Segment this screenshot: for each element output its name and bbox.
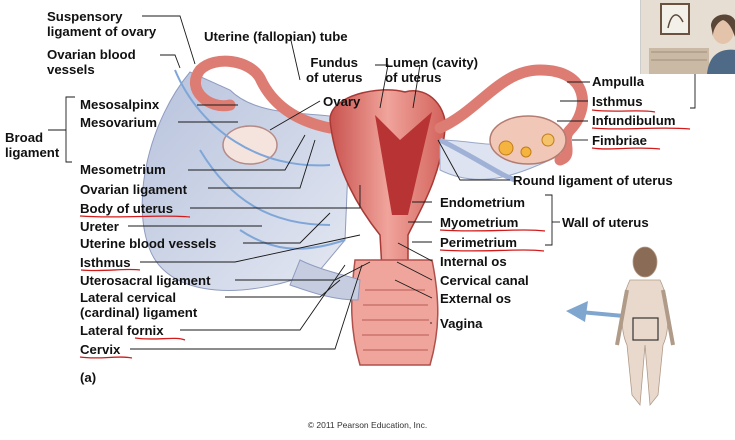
label-ureter: Ureter (80, 219, 119, 234)
copyright-text: © 2011 Pearson Education, Inc. (307, 420, 428, 430)
label-ampulla: Ampulla (592, 74, 645, 89)
label-wall-of-uterus: Wall of uterus (562, 215, 649, 230)
left-vessels (174, 69, 346, 250)
uterine-lumen (375, 112, 432, 215)
label-ovarian-vessels-text: Ovarian blood vessels (47, 47, 136, 77)
label-vagina: Vagina (440, 316, 483, 331)
left-ovary (222, 125, 278, 165)
label-uterosacral-ligament: Uterosacral ligament (80, 273, 211, 288)
annotation-underlines (79, 109, 691, 359)
vagina-shape (351, 259, 439, 366)
label-isthmus-right: Isthmus (592, 94, 643, 109)
right-follicle-2 (520, 146, 532, 158)
label-lumen: Lumen (cavity) of uterus (385, 55, 478, 85)
label-fimbriae: Fimbriae (592, 133, 647, 148)
label-ovarian-ligament: Ovarian ligament (80, 182, 188, 197)
label-myometrium: Myometrium (440, 215, 519, 230)
label-cervical-canal: Cervical canal (440, 273, 529, 288)
label-fundus: Fundus of uterus (306, 55, 362, 85)
label-uterine-tube: Uterine (fallopian) tube (204, 29, 348, 44)
label-suspensory-text: Suspensory ligament of ovary (47, 9, 157, 39)
label-endometrium: Endometrium (440, 195, 525, 210)
right-follicle-1 (498, 140, 514, 156)
label-lateral-fornix: Lateral fornix (80, 323, 164, 338)
label-cervix: Cervix (80, 342, 121, 357)
label-ovary: Ovary (323, 94, 361, 109)
label-mesometrium: Mesometrium (80, 162, 166, 177)
label-round-ligament: Round ligament of uterus (513, 173, 673, 188)
label-broad-ligament-text: Broad ligament (5, 130, 60, 160)
label-suspensory-ligament: Suspensory ligament of ovary (47, 9, 156, 39)
label-internal-os: Internal os (440, 254, 507, 269)
label-ovarian-blood-vessels: Ovarian blood vessels (47, 47, 136, 77)
label-broad-ligament: Broad ligament (5, 130, 59, 160)
label-infundibulum: Infundibulum (592, 113, 676, 128)
label-uterine-blood-vessels: Uterine blood vessels (80, 236, 217, 251)
label-mesovarium: Mesovarium (80, 115, 157, 130)
label-body-of-uterus: Body of uterus (80, 201, 174, 216)
left-uterine-tube (189, 55, 336, 134)
vagina-folds (362, 289, 429, 351)
figure-part-label: (a) (80, 370, 97, 385)
label-fundus-text: Fundus of uterus (306, 55, 363, 85)
pointer-arrow-head (566, 301, 588, 322)
label-lumen-text: Lumen (cavity) of uterus (385, 55, 479, 85)
label-external-os: External os (440, 291, 512, 306)
leader-lines (48, 15, 696, 350)
right-follicle-3 (541, 133, 555, 147)
webcam-picture (641, 0, 735, 74)
label-lateral-cervical-ligament: Lateral cervical (cardinal) ligament (80, 290, 197, 320)
round-ligament-line (438, 137, 516, 183)
label-lateral-cervical-text: Lateral cervical (cardinal) ligament (80, 290, 198, 320)
webcam-overlay (640, 0, 735, 74)
body-figure (615, 246, 675, 407)
label-mesosalpinx: Mesosalpinx (80, 97, 160, 112)
label-perimetrium: Perimetrium (440, 235, 517, 250)
label-isthmus-left: Isthmus (80, 255, 131, 270)
